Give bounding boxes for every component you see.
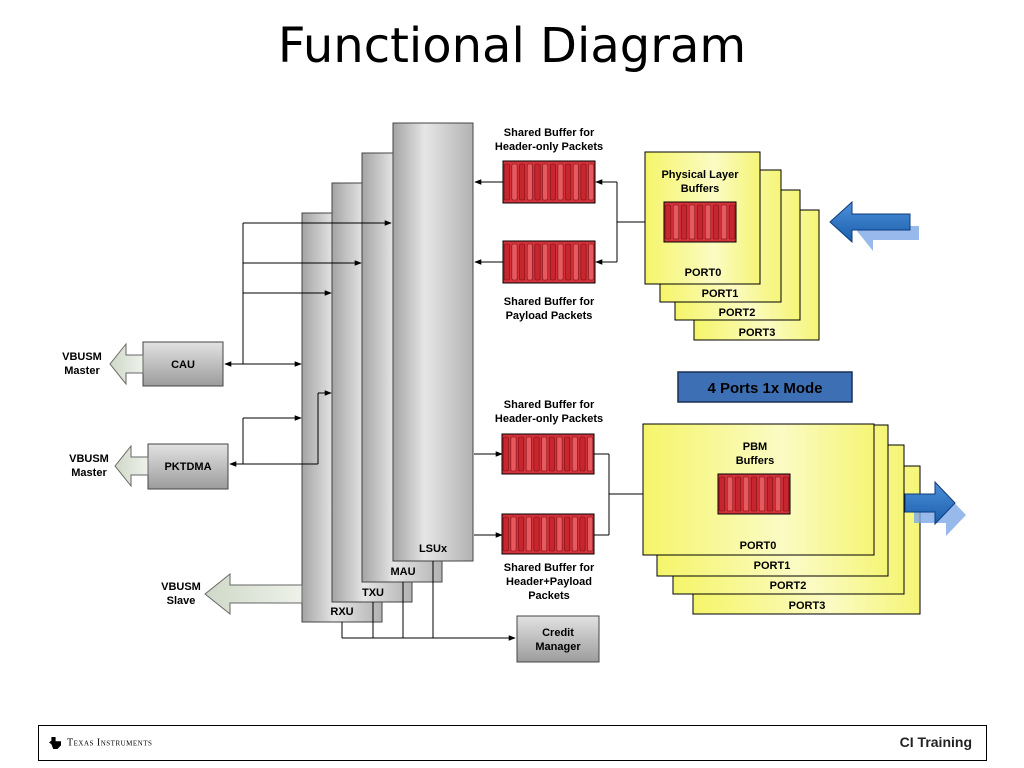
pktdma-label: PKTDMA	[164, 461, 211, 473]
output-blue-arrow	[904, 480, 966, 536]
vbusm-slave-label-1: VBUSM	[161, 581, 201, 593]
top-header-buffer	[502, 160, 596, 204]
rxu-label: RXU	[330, 606, 353, 618]
functional-diagram: RXU TXU MAU LSUx CAU PKTDMA Credit Manag…	[62, 122, 966, 663]
bottom-header-buffer-label-2: Header-only Packets	[495, 413, 603, 425]
pktdma-block: PKTDMA	[147, 443, 229, 490]
bottom-header-buffer	[501, 433, 595, 475]
top-payload-buffer	[502, 240, 596, 284]
pbm-port1-label: PORT1	[754, 560, 791, 572]
bottom-header-buffer-label-1: Shared Buffer for	[504, 399, 595, 411]
mode-badge-label: 4 Ports 1x Mode	[707, 380, 822, 397]
pbm-buffer	[717, 473, 791, 515]
top-header-buffer-label-1: Shared Buffer for	[504, 127, 595, 139]
top-header-buffer-label-2: Header-only Packets	[495, 141, 603, 153]
footer: Texas Instruments CI Training	[38, 725, 987, 761]
physical-layer-ports: PORT3 PORT2 PORT1 PORT0 Physical Layer B…	[644, 151, 820, 341]
credit-manager-block: Credit Manager	[516, 615, 600, 663]
vbusm-master-arrow-1	[109, 342, 144, 386]
inner-buffers-layer	[663, 201, 791, 515]
vbusm-slave-label-2: Slave	[167, 595, 196, 607]
pbm-port2-label: PORT2	[770, 580, 807, 592]
physical-port3-label: PORT3	[739, 327, 776, 339]
lsux-block: LSUx	[392, 122, 474, 562]
mode-badge: 4 Ports 1x Mode	[677, 371, 853, 403]
txu-label: TXU	[362, 587, 384, 599]
cau-label: CAU	[171, 359, 195, 371]
input-blue-arrow	[829, 200, 919, 251]
pbm-ports: PORT3 PORT2 PORT1 PORT0 PBM Buffers	[642, 423, 921, 615]
page-title: Functional Diagram	[277, 18, 747, 74]
credit-manager-lines	[341, 561, 516, 641]
top-payload-buffer-label-2: Payload Packets	[506, 310, 593, 322]
left-bus-lines	[224, 220, 392, 467]
physical-port0-label: PORT0	[685, 267, 722, 279]
vbusm-slave-arrow	[204, 572, 303, 616]
bottom-hp-buffer-label-1: Shared Buffer for	[504, 562, 595, 574]
top-buffer-arrows	[474, 179, 664, 265]
pbm-port0-label: PORT0	[740, 540, 777, 552]
ti-brand: Texas Instruments	[49, 737, 152, 749]
pbm-port3-label: PORT3	[789, 600, 826, 612]
vbusm-master-2-label-2: Master	[71, 467, 107, 479]
credit-manager-label-2: Manager	[535, 641, 581, 653]
cau-block: CAU	[142, 341, 224, 387]
vbusm-master-2-label-1: VBUSM	[69, 453, 109, 465]
lsux-label: LSUx	[419, 543, 448, 555]
bottom-header-payload-buffer	[501, 513, 595, 555]
physical-layer-label-1: Physical Layer	[661, 169, 739, 181]
mau-label: MAU	[390, 566, 415, 578]
vbusm-master-arrow-2	[114, 444, 149, 488]
physical-layer-buffer	[663, 201, 737, 243]
vbusm-master-1-label-2: Master	[64, 365, 100, 377]
physical-layer-label-2: Buffers	[681, 183, 720, 195]
credit-manager-label-1: Credit	[542, 627, 574, 639]
bottom-hp-buffer-label-2: Header+Payload	[506, 576, 592, 588]
physical-port1-label: PORT1	[702, 288, 739, 300]
bottom-hp-buffer-label-3: Packets	[528, 590, 570, 602]
pbm-label-2: Buffers	[736, 455, 775, 467]
pbm-label-1: PBM	[743, 441, 767, 453]
top-payload-buffer-label-1: Shared Buffer for	[504, 296, 595, 308]
physical-port2-label: PORT2	[719, 307, 756, 319]
ci-training-label: CI Training	[899, 734, 972, 750]
texas-instruments-logo-icon	[49, 737, 61, 749]
company-name: Texas Instruments	[67, 737, 153, 749]
vbusm-master-1-label-1: VBUSM	[62, 351, 102, 363]
buffers-layer	[501, 160, 596, 555]
